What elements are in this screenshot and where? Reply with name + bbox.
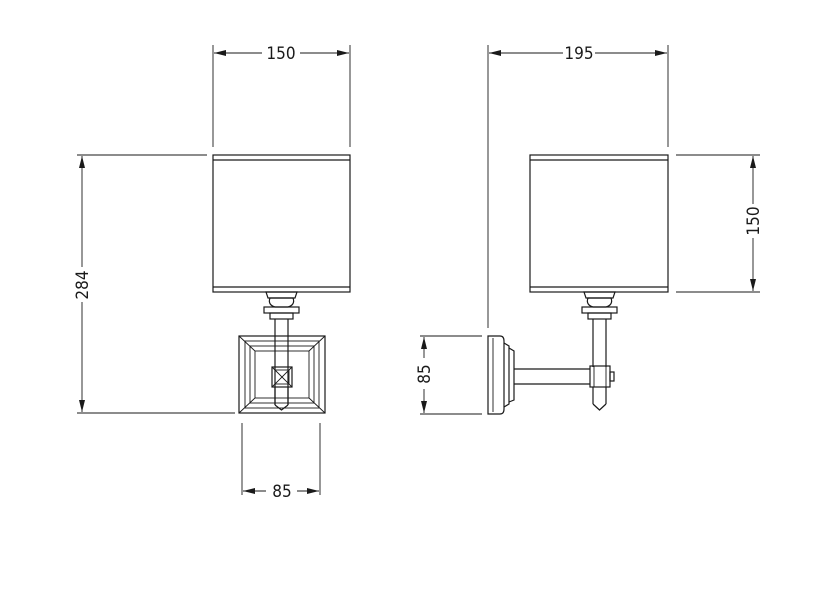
front-backplate [238, 335, 326, 414]
front-lamp-shade [212, 154, 351, 293]
side-shade-height-dimension: 150 [676, 154, 764, 293]
front-view: 150 284 85 [73, 44, 351, 502]
side-shade-holder [581, 291, 618, 320]
front-height-label: 284 [73, 270, 93, 299]
front-width-label: 150 [266, 44, 295, 64]
side-lamp-shade [529, 154, 669, 293]
side-backplate-height-dimension: 85 [415, 335, 482, 415]
front-shade-holder [263, 291, 300, 320]
front-connector-block [271, 366, 293, 388]
front-stem [274, 319, 289, 405]
front-backplate-width-label: 85 [272, 482, 291, 502]
front-backplate-width-dimension: 85 [241, 423, 321, 502]
front-width-dimension: 150 [212, 44, 351, 147]
side-backplate [487, 335, 515, 415]
side-projection-label: 195 [564, 44, 593, 64]
front-height-dimension: 284 [73, 154, 235, 414]
side-view: 195 150 85 [415, 44, 764, 415]
side-projection-dimension: 195 [487, 44, 669, 328]
side-stem-end [592, 387, 607, 411]
side-connector-block [589, 365, 615, 388]
side-stem [592, 319, 607, 367]
front-stem-end [274, 387, 289, 411]
side-backplate-height-label: 85 [415, 364, 435, 383]
side-arm [514, 368, 590, 385]
side-shade-height-label: 150 [744, 206, 764, 235]
